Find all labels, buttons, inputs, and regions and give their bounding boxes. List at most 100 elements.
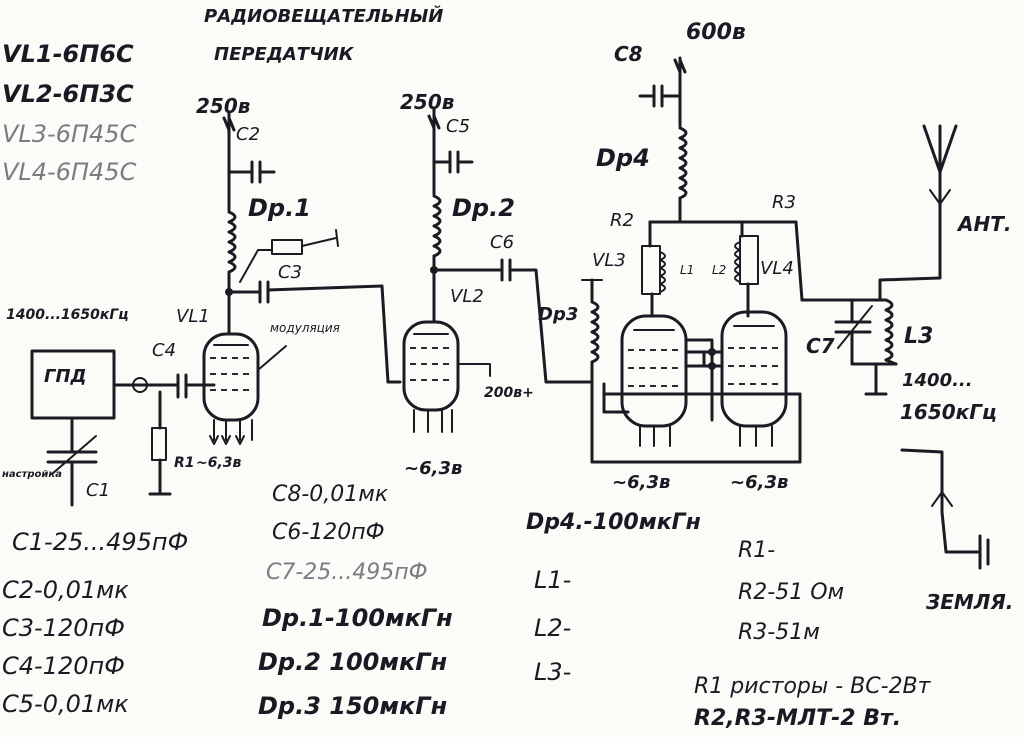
- dr3-choke: [590, 300, 600, 364]
- label-fil-1: ~6,3в: [196, 455, 242, 471]
- label-fil-4: ~6,3в: [730, 472, 789, 493]
- part-r3: R3-51м: [738, 620, 820, 645]
- label-fil-2: ~6,3в: [404, 458, 463, 479]
- part-c1: C1-25...495пФ: [12, 528, 189, 556]
- label-dr3: Dр3: [538, 304, 579, 325]
- r2-resistor: [641, 245, 661, 295]
- label-c5: C5: [446, 116, 471, 137]
- part-c3: C3-120пФ: [2, 614, 125, 642]
- label-vl1: VL1: [176, 306, 210, 327]
- label-c7: C7: [806, 334, 835, 358]
- ground-arrow: [931, 491, 953, 507]
- c7-arrow: [837, 305, 873, 349]
- resistor-note-2: R2,R3-МЛТ-2 Вт.: [694, 706, 902, 731]
- vl2-pins: [413, 409, 453, 433]
- node-link-2: [708, 362, 716, 370]
- l1-coil: [659, 251, 666, 293]
- arrow-250-2: [427, 114, 441, 130]
- vl1-pins: [213, 419, 253, 441]
- part-dr3: Dр.3 150мкГн: [258, 692, 448, 720]
- tube-vl1: VL1-6П6С: [2, 40, 134, 68]
- label-l3: L3: [904, 324, 934, 349]
- label-250v-1: 250в: [196, 94, 251, 118]
- part-c6: C6-120пФ: [272, 520, 385, 545]
- arrow-600v: [673, 58, 687, 74]
- part-dr1: Dр.1-100мкГн: [262, 604, 453, 632]
- label-vl2: VL2: [450, 286, 484, 307]
- part-c8: C8-0,01мк: [272, 482, 389, 507]
- label-c6: C6: [490, 232, 515, 253]
- tube-vl4: VL4-6П45С: [2, 158, 137, 186]
- label-vl3: VL3: [592, 250, 626, 271]
- label-c1: C1: [86, 480, 111, 501]
- vl4-pins: [739, 425, 773, 447]
- label-freq-right-1: 1400...: [902, 370, 973, 391]
- label-c3: C3: [278, 262, 303, 283]
- label-l2: L2: [712, 263, 727, 277]
- label-freq-left: 1400...1650кГц: [6, 307, 129, 323]
- label-dr2: Dр.2: [452, 194, 515, 222]
- tube-vl3: VL3-6П45С: [2, 120, 137, 148]
- part-r1: R1-: [738, 538, 776, 563]
- wire-screen-link: [684, 338, 714, 422]
- wire-200v: [457, 363, 491, 377]
- wire-r-bias-end: [301, 237, 337, 247]
- label-600v: 600в: [686, 20, 746, 45]
- part-c2: C2-0,01мк: [2, 576, 129, 604]
- l3-coil: [884, 298, 894, 362]
- label-fil-3: ~6,3в: [612, 472, 671, 493]
- label-r1: R1: [174, 455, 195, 471]
- vl1-tube: [202, 332, 260, 422]
- label-l1: L1: [680, 263, 695, 277]
- vl1-pin-arrows: [209, 435, 245, 445]
- label-dr4: Dр4: [596, 144, 650, 172]
- part-l2: L2-: [534, 614, 572, 642]
- part-c7: C7-25...495пФ: [266, 560, 428, 585]
- node-link-1: [708, 348, 716, 356]
- vl4-tube: [720, 310, 788, 428]
- label-modulation: модуляция: [270, 321, 340, 335]
- label-r3: R3: [772, 192, 796, 213]
- bias-resistor: [271, 239, 303, 255]
- part-l3: L3-: [534, 658, 572, 686]
- wire-c6-to-out: [508, 268, 592, 384]
- label-nastroika: настройка: [2, 469, 62, 480]
- part-dr2: Dр.2 100мкГн: [258, 648, 448, 676]
- vl2-tube: [402, 320, 460, 412]
- wire-l3-bottom: [884, 358, 898, 366]
- dr4-choke: [678, 126, 688, 200]
- label-gpd: ГПД: [44, 366, 87, 387]
- label-r2: R2: [610, 210, 634, 231]
- title-line-2: ПЕРЕДАТЧИК: [214, 44, 354, 65]
- wire-r-bias: [239, 249, 273, 283]
- r1-resistor: [151, 427, 167, 461]
- part-c4: C4-120пФ: [2, 652, 125, 680]
- tube-vl2: VL2-6П3С: [2, 80, 134, 108]
- label-200v: 200в+: [484, 385, 534, 401]
- wire-ground-top: [900, 448, 944, 514]
- vl3-tube: [620, 314, 688, 428]
- label-250v-2: 250в: [400, 90, 455, 114]
- dr2-choke: [432, 194, 442, 258]
- label-c2: C2: [236, 124, 261, 145]
- label-vl4: VL4: [760, 258, 794, 279]
- part-c5: C5-0,01мк: [2, 690, 129, 718]
- bias-end-mark: [335, 229, 339, 247]
- wire-antenna: [878, 138, 942, 302]
- part-dr4: Dр4.-100мкГн: [526, 510, 701, 535]
- title-line-1: РАДИОВЕЩАТЕЛЬНЫЙ: [204, 6, 444, 27]
- label-zemlya: ЗЕМЛЯ.: [926, 590, 1014, 614]
- wire-modulation: [257, 345, 287, 371]
- wire-to-tank: [794, 220, 804, 302]
- label-c4: C4: [152, 340, 177, 361]
- resistor-note-1: R1 ристоры - ВС-2Вт: [694, 674, 931, 699]
- label-dr1: Dр.1: [248, 194, 311, 222]
- wire-ground: [940, 510, 980, 554]
- part-l1: L1-: [534, 566, 572, 594]
- antenna-arrow: [929, 189, 951, 205]
- dr1-choke: [227, 210, 237, 274]
- c1-arrow: [51, 435, 97, 475]
- arrow-250-1: [222, 116, 236, 132]
- vl3-pins: [639, 425, 671, 447]
